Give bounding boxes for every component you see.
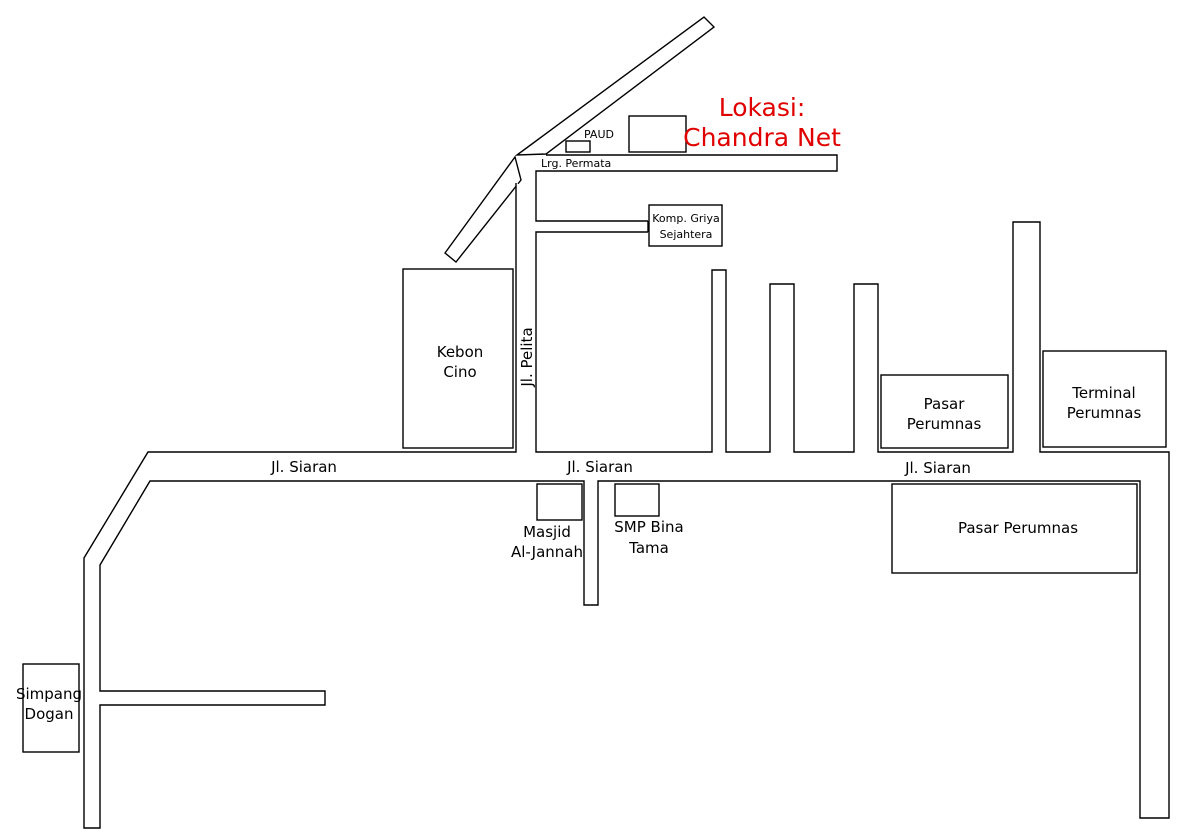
map-title-line2: Chandra Net bbox=[683, 123, 841, 152]
place-label-smp-line2: Tama bbox=[628, 539, 669, 557]
road-pelita-west-edge bbox=[83, 183, 1170, 829]
road-diagonal-north bbox=[514, 16, 716, 156]
building-chandra-net bbox=[628, 115, 687, 153]
place-label-griya-line2: Sejahtera bbox=[660, 228, 713, 241]
block-terminal-perumnas bbox=[1042, 350, 1167, 448]
map-title-line1: Lokasi: bbox=[719, 93, 806, 122]
place-label-simpang-line2: Dogan bbox=[25, 705, 74, 723]
street-label-siaran-east: Jl. Siaran bbox=[904, 459, 971, 477]
block-kebon-cino bbox=[402, 268, 514, 449]
building-paud bbox=[565, 140, 591, 153]
place-label-masjid-line1: Masjid bbox=[523, 523, 571, 541]
street-label-pelita: Jl. Pelita bbox=[518, 327, 536, 387]
place-label-pasar-north-line1: Pasar bbox=[924, 395, 966, 413]
place-label-terminal-line1: Terminal bbox=[1071, 384, 1135, 402]
building-masjid bbox=[536, 483, 583, 521]
place-label-griya-line1: Komp. Griya bbox=[652, 212, 719, 225]
place-label-kebon-cino-line1: Kebon bbox=[437, 343, 484, 361]
place-label-masjid-line2: Al-Jannah bbox=[511, 543, 583, 561]
place-label-pasar-south: Pasar Perumnas bbox=[958, 519, 1078, 537]
place-label-paud: PAUD bbox=[584, 128, 614, 141]
block-pasar-perumnas-south bbox=[891, 483, 1138, 574]
road-permata-edge bbox=[535, 154, 838, 222]
street-label-siaran-west: Jl. Siaran bbox=[270, 458, 337, 476]
place-label-terminal-line2: Perumnas bbox=[1067, 404, 1142, 422]
place-label-simpang-line1: Simpang bbox=[16, 685, 82, 703]
building-smp bbox=[614, 483, 660, 517]
block-pasar-perumnas-north bbox=[880, 374, 1009, 449]
block-simpang-dogan bbox=[22, 663, 80, 753]
place-label-smp-line1: SMP Bina bbox=[614, 518, 683, 536]
building-griya-sejahtera bbox=[648, 204, 723, 247]
street-label-permata: Lrg. Permata bbox=[541, 157, 611, 170]
place-label-kebon-cino-line2: Cino bbox=[443, 363, 476, 381]
street-label-siaran-center: Jl. Siaran bbox=[566, 458, 633, 476]
road-diagonal-west bbox=[444, 155, 522, 263]
place-label-pasar-north-line2: Perumnas bbox=[907, 415, 982, 433]
